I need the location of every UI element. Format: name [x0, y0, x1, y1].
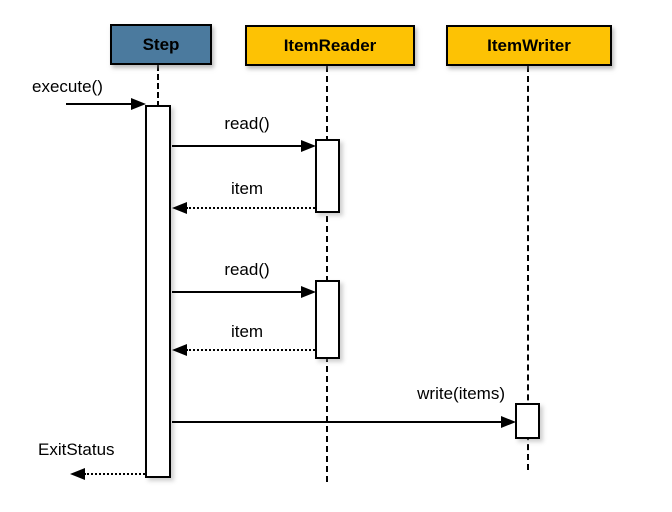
arrowhead-left-icon	[172, 202, 187, 214]
activation-bar-reader-2	[315, 280, 340, 359]
arrowhead-left-icon	[70, 468, 85, 480]
activation-bar-reader-1	[315, 139, 340, 213]
message-line-read-1	[172, 145, 302, 147]
message-line-read-2	[172, 291, 302, 293]
participant-item-writer: ItemWriter	[446, 25, 612, 66]
participant-step: Step	[110, 24, 212, 65]
arrowhead-right-icon	[501, 416, 516, 428]
message-label-write-items: write(items)	[417, 384, 505, 403]
message-line-item-1	[186, 207, 315, 209]
message-label-exit-status: ExitStatus	[38, 440, 115, 459]
message-line-exit-status	[84, 473, 145, 475]
message-line-execute	[66, 103, 132, 105]
participant-item-writer-label: ItemWriter	[487, 35, 571, 55]
lifeline-item-writer	[527, 66, 529, 470]
participant-item-reader: ItemReader	[245, 25, 415, 66]
participant-step-label: Step	[142, 34, 180, 54]
message-line-item-2	[186, 349, 315, 351]
message-label-read-1: read()	[224, 114, 270, 133]
arrowhead-right-icon	[301, 286, 316, 298]
arrowhead-left-icon	[172, 344, 187, 356]
lifeline-item-reader	[326, 66, 328, 482]
message-label-item-2: item	[230, 322, 264, 341]
message-label-execute: execute()	[32, 77, 103, 96]
lifeline-step	[157, 65, 159, 107]
arrowhead-right-icon	[301, 140, 316, 152]
participant-item-reader-label: ItemReader	[283, 35, 377, 55]
arrowhead-right-icon	[131, 98, 146, 110]
message-label-item-1: item	[230, 179, 264, 198]
message-label-read-2: read()	[224, 260, 270, 279]
activation-bar-step	[145, 105, 171, 478]
activation-bar-writer	[515, 403, 540, 439]
message-line-write-items	[172, 421, 502, 423]
